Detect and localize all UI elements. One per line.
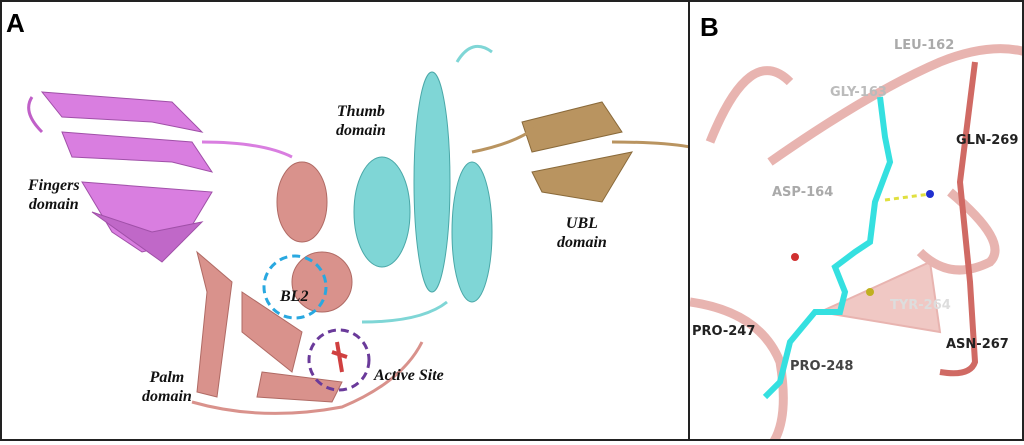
protein-structure-overview	[27, 44, 688, 415]
residue-asp164: ASP-164	[772, 185, 834, 200]
oxygen-atom	[791, 253, 799, 261]
thumb-domain-label: Thumb domain	[336, 102, 386, 140]
label-line: domain	[336, 122, 386, 139]
label-line: Fingers	[28, 177, 80, 194]
residue-gln269: GLN-269	[956, 133, 1019, 148]
panel-a-label: A	[6, 8, 25, 38]
residue-leu162: LEU-162	[894, 38, 955, 53]
ubl-domain-label: UBL domain	[557, 214, 607, 252]
panel-b: B LEU-162 GLY-163 GLN-269 ASP-164 TYR-26…	[688, 0, 1024, 441]
fingers-domain-ribbon	[27, 91, 293, 263]
label-line: UBL	[565, 215, 598, 232]
bl2-circle	[262, 254, 328, 320]
residue-gly163: GLY-163	[830, 85, 887, 100]
label-line: domain	[28, 196, 79, 213]
active-site-circle	[307, 328, 371, 392]
panel-b-label: B	[700, 12, 719, 42]
palm-domain-label: Palm domain	[142, 368, 192, 406]
hydrogen-bond	[884, 192, 931, 202]
residue-tyr264: TYR-264	[890, 298, 951, 313]
fingers-domain-label: Fingers domain	[28, 176, 80, 214]
label-line: Thumb	[336, 103, 385, 120]
residue-pro247: PRO-247	[692, 324, 756, 339]
label-line: Palm	[149, 369, 185, 386]
binding-site-closeup	[690, 44, 1022, 439]
residue-pro248: PRO-248	[790, 359, 854, 374]
panel-a: A Fingers domain Thumb domain UBL domain Pa…	[0, 0, 690, 441]
nitrogen-atom	[926, 190, 934, 198]
ubl-domain-ribbon	[471, 101, 688, 203]
label-line: domain	[557, 234, 607, 251]
thumb-domain-ribbon	[353, 44, 493, 324]
ligand	[762, 96, 894, 400]
active-site-label: Active Site	[374, 367, 444, 384]
active-site-residue	[331, 341, 348, 373]
bl2-label: BL2	[280, 288, 309, 305]
palm-domain-ribbon	[191, 161, 424, 415]
residue-asn267: ASN-267	[946, 337, 1009, 352]
protein-backbone	[690, 44, 1022, 439]
label-line: domain	[142, 388, 192, 405]
gln269-chain	[939, 61, 979, 377]
sulfur-atom	[866, 288, 874, 296]
